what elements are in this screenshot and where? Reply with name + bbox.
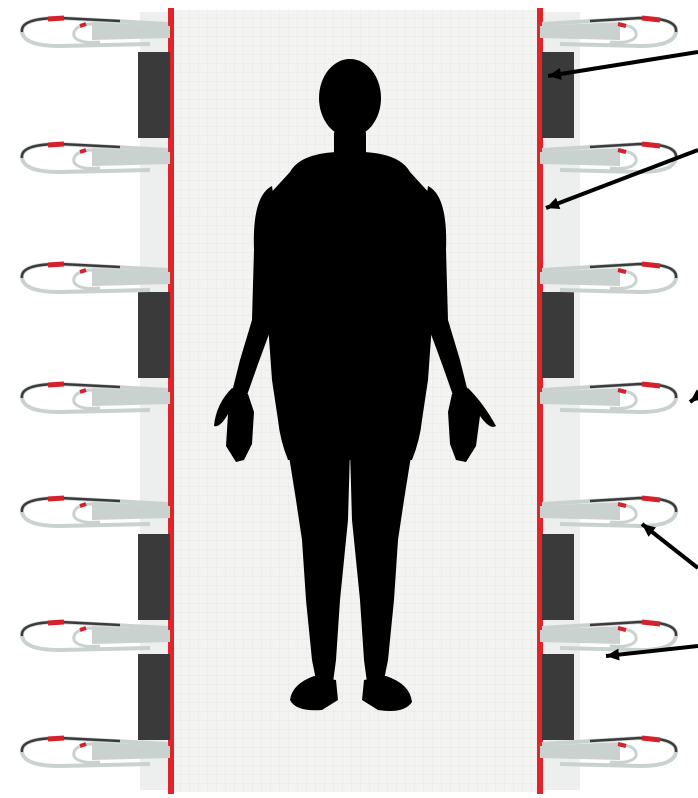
right-side-panel [542, 52, 574, 138]
left-side-panel [138, 52, 170, 138]
right-side-panel [542, 534, 574, 620]
left-side-panel [138, 654, 170, 740]
right-side-panel [542, 292, 574, 378]
silhouette-head [319, 59, 381, 137]
left-side-panel [138, 534, 170, 620]
right-side-panel [542, 654, 574, 740]
pointer-arrow [690, 389, 698, 402]
left-side-panel [138, 292, 170, 378]
pointer-arrow [642, 524, 698, 568]
silhouette-torso [262, 152, 439, 460]
arrow-head [690, 389, 698, 402]
